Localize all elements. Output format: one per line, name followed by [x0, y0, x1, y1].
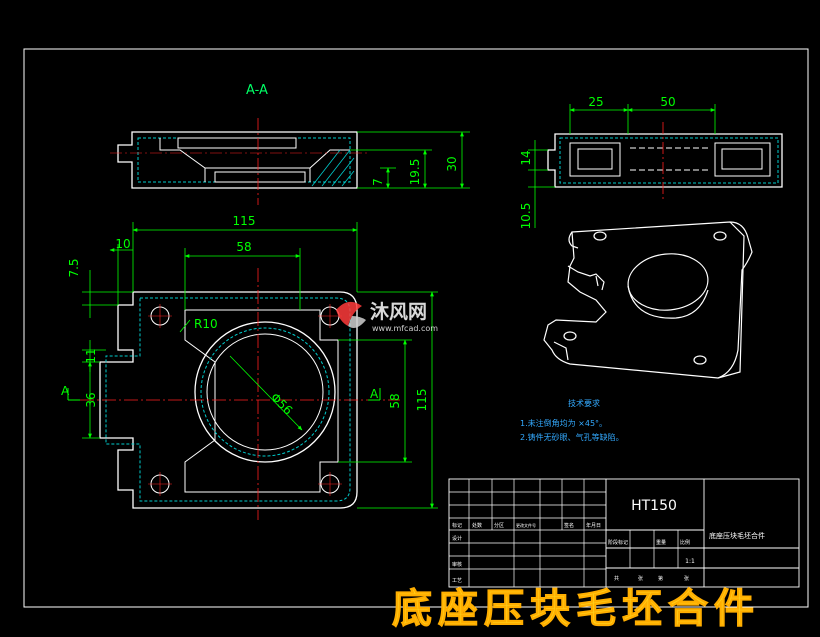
stage-label-2: 重量: [656, 539, 666, 546]
sheet-label-2: 张: [638, 575, 643, 582]
watermark-url: www.mfcad.com: [372, 324, 438, 333]
dim-115-top: 115: [233, 214, 256, 228]
watermark-name: 沐风网: [370, 301, 427, 323]
dim-36: 36: [84, 392, 98, 407]
watermark-logo-icon: [336, 301, 366, 328]
notes-item-1: 1.未注倒角均为 ×45°。: [520, 418, 607, 428]
stage-label-3: 比例: [680, 539, 690, 546]
stage-label-1: 阶段标记: [608, 539, 628, 546]
dim-30: 30: [445, 156, 459, 171]
dim-58-top: 58: [236, 240, 251, 254]
notes-item-2: 2.铸件无砂眼、气孔等缺陷。: [520, 432, 624, 442]
dim-19-5: 19.5: [408, 159, 422, 186]
dim-10: 10: [115, 237, 130, 251]
section-label: A-A: [246, 83, 268, 98]
title-block: [448, 478, 800, 588]
row-label-4: 更改文件号: [516, 522, 536, 528]
dim-r10: R10: [194, 317, 218, 331]
dim-50: 50: [660, 95, 675, 109]
dim-25: 25: [588, 95, 603, 109]
technical-notes: 技术要求 1.未注倒角均为 ×45°。 2.铸件无砂眼、气孔等缺陷。: [520, 398, 624, 442]
dim-10-5: 10.5: [519, 203, 533, 230]
plan-view: 115 10 58 7.5 11 36 58 115 R10 Φ56 A A: [61, 214, 438, 520]
left-label-2: 审核: [452, 561, 462, 568]
scale-value: 1:1: [685, 558, 695, 565]
sheet-label-4: 张: [684, 575, 689, 582]
footer-title: 底座压块毛坯合件: [392, 585, 760, 633]
dim-dia56: Φ56: [268, 390, 295, 417]
title-block-text: HT150 底座压块毛坯合件 1:1 标记 处数 分区 更改文件号 签名 年月日…: [452, 498, 765, 584]
section-mark-left: A: [61, 384, 70, 398]
notes-heading: 技术要求: [568, 398, 600, 408]
left-label-3: 工艺: [452, 578, 462, 584]
drawing-frame: [23, 48, 809, 608]
part-name-label: 底座压块毛坯合件: [709, 531, 765, 540]
isometric-view: [543, 221, 753, 379]
row-label-6: 年月日: [586, 522, 601, 529]
sheet-label-3: 第: [658, 575, 663, 582]
row-label-1: 标记: [452, 522, 462, 529]
section-mark-right: A: [370, 387, 379, 401]
row-label-2: 处数: [472, 522, 482, 529]
dim-7: 7: [371, 178, 385, 186]
row-label-3: 分区: [494, 522, 504, 529]
section-view-aa: A-A 30 19.5 7: [110, 83, 470, 205]
dim-11: 11: [84, 348, 98, 363]
sheet-label-1: 共: [614, 575, 619, 582]
side-view: 25 50 14 10.5: [519, 95, 783, 230]
watermark: 沐风网 www.mfcad.com: [336, 301, 438, 333]
row-label-5: 签名: [564, 522, 574, 529]
left-label-1: 设计: [452, 535, 462, 542]
material-label: HT150: [631, 498, 677, 514]
dim-14: 14: [519, 150, 533, 165]
dim-7-5: 7.5: [67, 258, 81, 277]
dim-115-right: 115: [415, 389, 429, 412]
dim-58-right: 58: [388, 393, 402, 408]
